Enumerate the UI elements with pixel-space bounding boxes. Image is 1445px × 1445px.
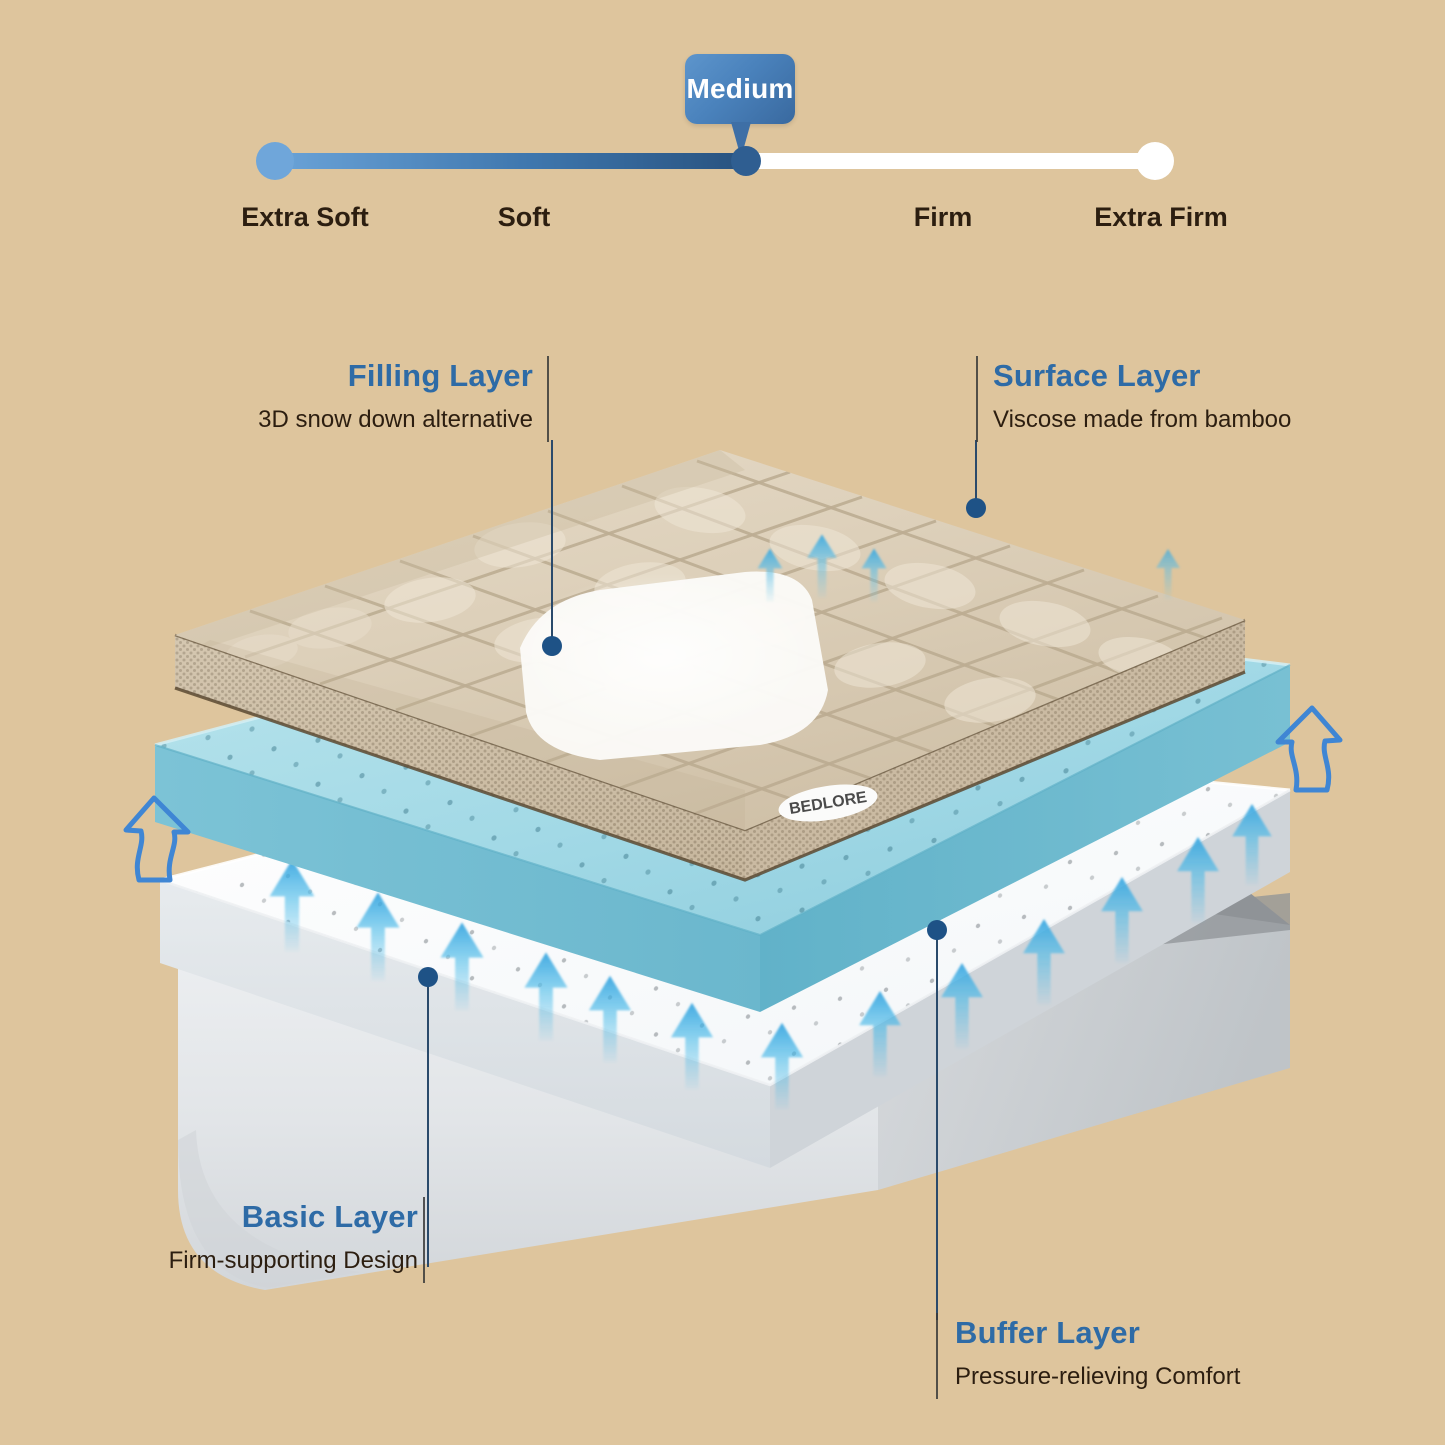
slider-knob-start[interactable] — [256, 142, 294, 180]
callout-subtitle-basic: Firm-supporting Design — [168, 1247, 418, 1274]
airflow-arrows-front-left — [269, 859, 804, 1110]
firmness-tooltip-bubble: Medium — [685, 54, 795, 124]
leader-line-basic — [427, 977, 429, 1267]
callout-rule-buffer — [936, 1313, 938, 1399]
callout-rule-surface — [976, 356, 978, 442]
curved-airflow-arrow-left — [123, 795, 191, 883]
callout-rule-filling — [547, 356, 549, 442]
callout-surface-layer: Surface Layer Viscose made from bamboo — [993, 358, 1353, 434]
leader-dot-buffer — [927, 920, 947, 940]
callout-title-surface: Surface Layer — [993, 358, 1201, 393]
leader-dot-basic — [418, 967, 438, 987]
leader-dot-surface — [966, 498, 986, 518]
leader-line-filling — [551, 440, 553, 645]
airflow-arrows-topper — [757, 534, 1180, 602]
callout-buffer-layer: Buffer Layer Pressure-relieving Comfort — [955, 1315, 1355, 1391]
callout-subtitle-filling: 3D snow down alternative — [258, 406, 533, 433]
callout-title-basic: Basic Layer — [241, 1199, 418, 1234]
leader-line-buffer — [936, 930, 938, 1320]
callout-subtitle-surface: Viscose made from bamboo — [993, 406, 1292, 433]
callout-title-filling: Filling Layer — [347, 358, 533, 393]
slider-track-filled — [275, 153, 746, 169]
slider-tick-soft: Soft — [497, 202, 551, 232]
curved-airflow-arrow-right — [1275, 705, 1343, 793]
slider-tick-extra-soft: Extra Soft — [241, 202, 369, 232]
callout-title-buffer: Buffer Layer — [955, 1315, 1141, 1350]
leader-line-surface — [975, 440, 977, 510]
slider-tick-firm: Firm — [913, 202, 973, 232]
slider-tick-extra-firm: Extra Firm — [1094, 202, 1228, 232]
slider-knob-selected[interactable] — [730, 146, 761, 176]
callout-filling-layer: Filling Layer 3D snow down alternative — [215, 358, 533, 434]
quilted-topper-shape: BEDLORE — [174, 450, 1246, 882]
leader-dot-filling — [542, 636, 562, 656]
firmness-selected-label: Medium — [686, 73, 794, 104]
brand-tag: BEDLORE — [778, 784, 878, 822]
firmness-slider-track[interactable] — [256, 142, 1174, 180]
fill-cutaway-patch — [515, 571, 828, 760]
callout-subtitle-buffer: Pressure-relieving Comfort — [955, 1363, 1241, 1390]
firmness-tooltip: Medium — [685, 54, 795, 158]
firmness-slider-widget: Medium Extra Soft Soft Firm Extra Firm — [0, 0, 1445, 260]
callout-rule-basic — [423, 1197, 425, 1283]
callout-basic-layer: Basic Layer Firm-supporting Design — [105, 1199, 418, 1275]
slider-track-empty — [745, 153, 1155, 169]
slider-knob-end[interactable] — [1136, 142, 1174, 180]
airflow-arrows-right — [859, 804, 1272, 1077]
